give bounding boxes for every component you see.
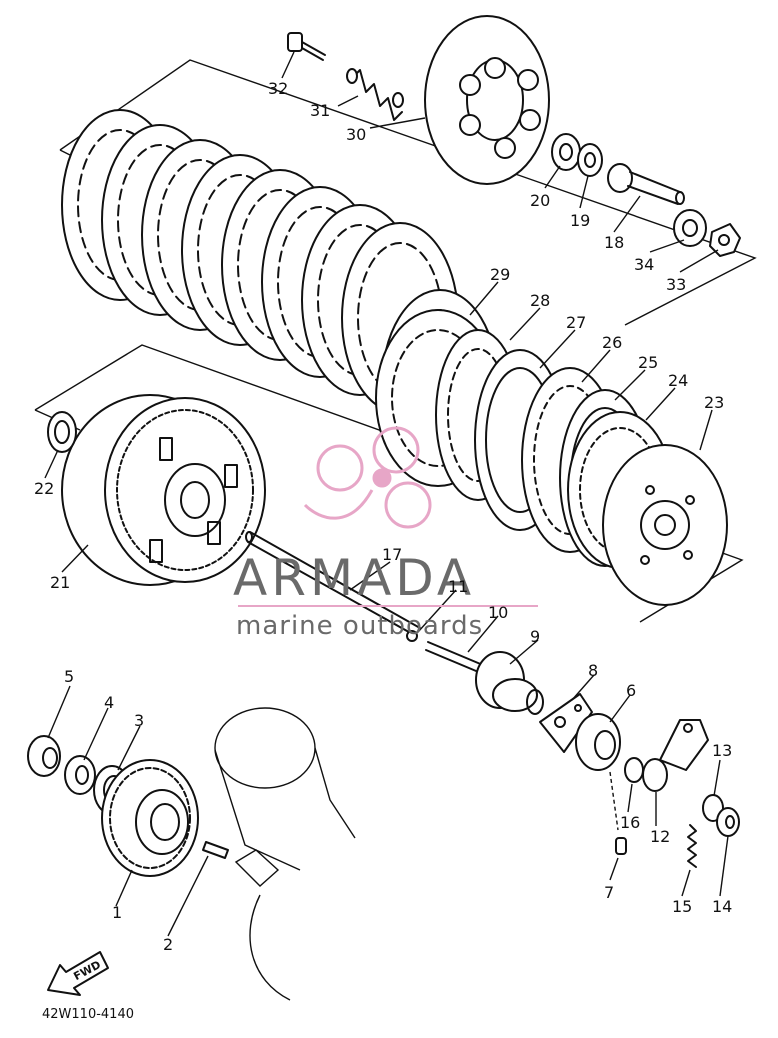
circlip-22 — [47, 411, 77, 453]
callout-14: 14 — [712, 897, 732, 916]
callout-2: 2 — [163, 935, 173, 954]
push-rod-18 — [607, 163, 685, 205]
plate-8 — [539, 693, 593, 753]
pin-7 — [609, 771, 627, 855]
nut-14 — [716, 807, 740, 837]
bearing-19 — [577, 143, 603, 177]
oil-seal-6 — [575, 713, 621, 771]
callout-24: 24 — [668, 371, 688, 390]
primary-drive-gear-1 — [101, 759, 199, 877]
watermark: ARMADA marine outboards — [233, 426, 538, 641]
callout-22: 22 — [34, 479, 54, 498]
callout-4: 4 — [104, 693, 114, 712]
callout-7: 7 — [604, 883, 614, 902]
clutch-plate-stack — [61, 109, 499, 481]
push-lever-12 — [642, 719, 709, 792]
callout-19: 19 — [570, 211, 590, 230]
callout-20: 20 — [530, 191, 550, 210]
callout-21: 21 — [50, 573, 70, 592]
callout-32: 32 — [268, 79, 288, 98]
callout-25: 25 — [638, 353, 658, 372]
watermark-brand: ARMADA — [233, 549, 475, 607]
callout-1: 1 — [112, 903, 122, 922]
callout-9: 9 — [530, 627, 540, 646]
push-rod-17 — [245, 531, 421, 637]
callout-5: 5 — [64, 667, 74, 686]
ball-11 — [406, 630, 418, 642]
callout-12: 12 — [650, 827, 670, 846]
pressure-plate-23 — [602, 444, 728, 606]
callout-29: 29 — [490, 265, 510, 284]
spring-15 — [687, 824, 697, 868]
nut-34 — [673, 209, 707, 247]
callout-31: 31 — [310, 101, 330, 120]
callout-18: 18 — [604, 233, 624, 252]
callout-27: 27 — [566, 313, 586, 332]
bolt-32 — [287, 32, 326, 61]
callout-23: 23 — [704, 393, 724, 412]
spring-plate-30 — [424, 15, 550, 185]
callout-10: 10 — [488, 603, 508, 622]
lock-washer-33 — [709, 223, 741, 257]
lock-washer-4 — [64, 755, 96, 795]
diagram-code: 42W110-4140 — [42, 1007, 134, 1022]
clutch-spring-31 — [346, 68, 404, 121]
callout-6: 6 — [626, 681, 636, 700]
callout-17: 17 — [382, 545, 402, 564]
callout-30: 30 — [346, 125, 366, 144]
washer-20 — [551, 133, 581, 171]
callout-11: 11 — [448, 577, 468, 596]
callout-33: 33 — [666, 275, 686, 294]
clutch-housing-21 — [61, 394, 266, 586]
leader-lines — [44, 51, 729, 937]
push-lever-9 — [475, 651, 544, 715]
callout-labels: 1 2 3 4 5 6 7 8 9 10 11 12 13 14 15 16 1… — [34, 79, 732, 954]
callout-13: 13 — [712, 741, 732, 760]
callout-15: 15 — [672, 897, 692, 916]
callout-28: 28 — [530, 291, 550, 310]
callout-16: 16 — [620, 813, 640, 832]
callout-8: 8 — [588, 661, 598, 680]
callout-34: 34 — [634, 255, 654, 274]
armada-logo-icon — [303, 426, 432, 529]
crankshaft-outline — [214, 707, 356, 1001]
watermark-tagline: marine outboards — [236, 611, 483, 641]
callout-26: 26 — [602, 333, 622, 352]
fwd-arrow-icon: FWD — [47, 951, 109, 996]
bushing-5 — [27, 735, 61, 777]
key-2 — [202, 841, 229, 859]
callout-3: 3 — [134, 711, 144, 730]
collar-16 — [624, 757, 644, 783]
